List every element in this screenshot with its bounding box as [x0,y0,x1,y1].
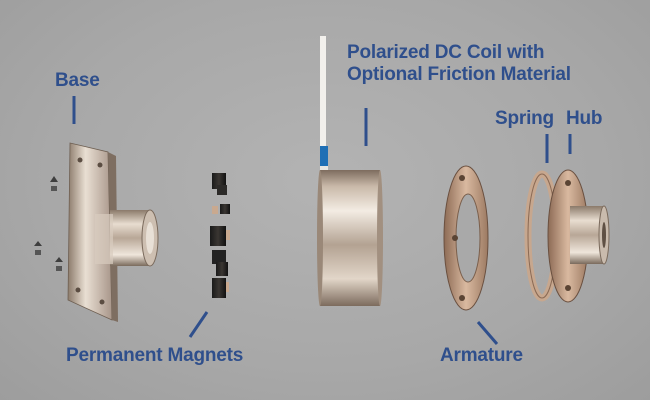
magnet-icon [210,173,230,298]
label-base: Base [55,70,100,91]
screw-icon [34,176,63,271]
coil-icon [317,170,383,306]
base-icon [67,142,159,322]
label-coil: Polarized DC Coil with Optional Friction… [347,42,571,86]
label-coil-line1: Polarized DC Coil with [347,42,545,63]
label-permanent-magnets: Permanent Magnets [66,345,244,366]
label-spring: Spring [495,108,554,129]
leader-lines [72,96,572,345]
label-coil-line2: Optional Friction Material [347,63,571,85]
hub-icon [547,169,610,303]
label-hub: Hub [566,108,603,129]
lead-wire-icon [320,36,328,172]
armature-icon [443,165,489,311]
label-armature: Armature [440,345,523,366]
